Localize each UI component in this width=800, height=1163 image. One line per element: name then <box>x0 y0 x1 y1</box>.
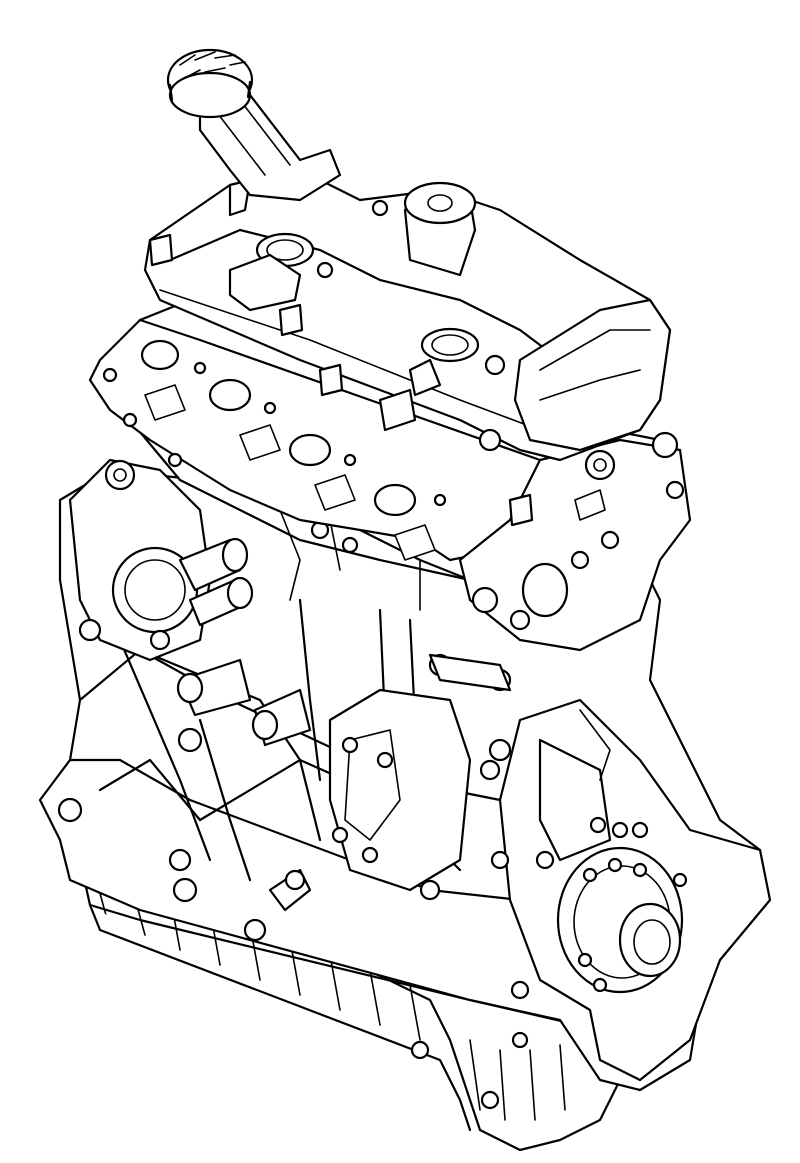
breather-housing <box>513 298 672 452</box>
crankshaft-flange <box>535 816 688 994</box>
mount-bosses <box>57 658 312 942</box>
oil-filler-cap-icon <box>166 48 254 119</box>
cam-plug <box>403 181 477 277</box>
timing-cover-left <box>68 458 254 662</box>
manifold-gasket <box>88 318 562 562</box>
head-end-plate <box>458 431 692 652</box>
accessory-bracket <box>328 688 472 901</box>
oil-filler-neck <box>198 93 342 202</box>
